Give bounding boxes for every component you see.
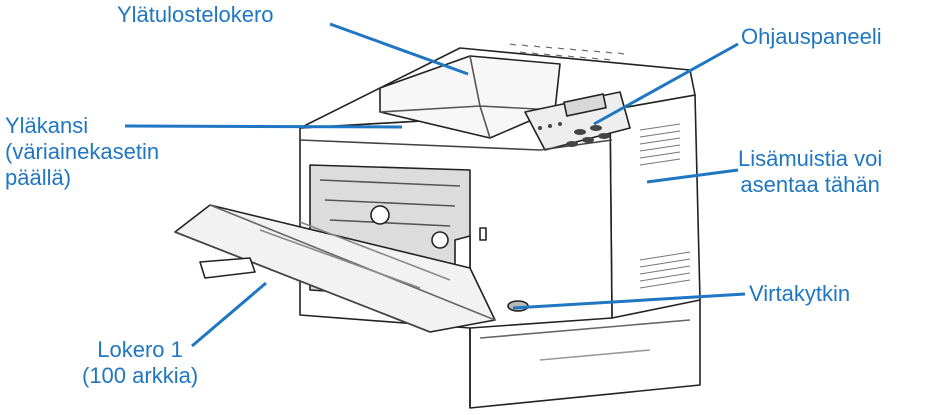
label-tray1: Lokero 1 (100 arkkia) — [82, 337, 198, 389]
label-top-output-bin: Ylätulostelokero — [117, 2, 274, 27]
leader-control-panel — [593, 42, 739, 126]
label-memory: Lisämuistia voi asentaa tähän — [738, 146, 882, 198]
leader-top-cover — [124, 124, 403, 129]
leader-top-output-bin — [329, 22, 469, 76]
label-control-panel: Ohjauspaneeli — [741, 24, 882, 49]
label-top-cover-line1: Yläkansi — [5, 113, 89, 138]
label-memory-line2: asentaa tähän — [740, 172, 880, 197]
label-top-cover-line3: päällä) — [5, 165, 72, 190]
label-tray1-line2: (100 arkkia) — [82, 363, 199, 388]
label-memory-line1: Lisämuistia voi — [738, 146, 883, 171]
leader-power-switch — [512, 292, 746, 310]
label-top-cover-line2: (väriainekasetin — [5, 139, 160, 164]
label-top-cover: Yläkansi (väriainekasetin päällä) — [5, 113, 159, 191]
leader-memory — [646, 168, 739, 184]
label-tray1-line1: Lokero 1 — [97, 337, 183, 362]
label-power-switch: Virtakytkin — [749, 281, 851, 306]
leader-tray1 — [191, 281, 267, 348]
